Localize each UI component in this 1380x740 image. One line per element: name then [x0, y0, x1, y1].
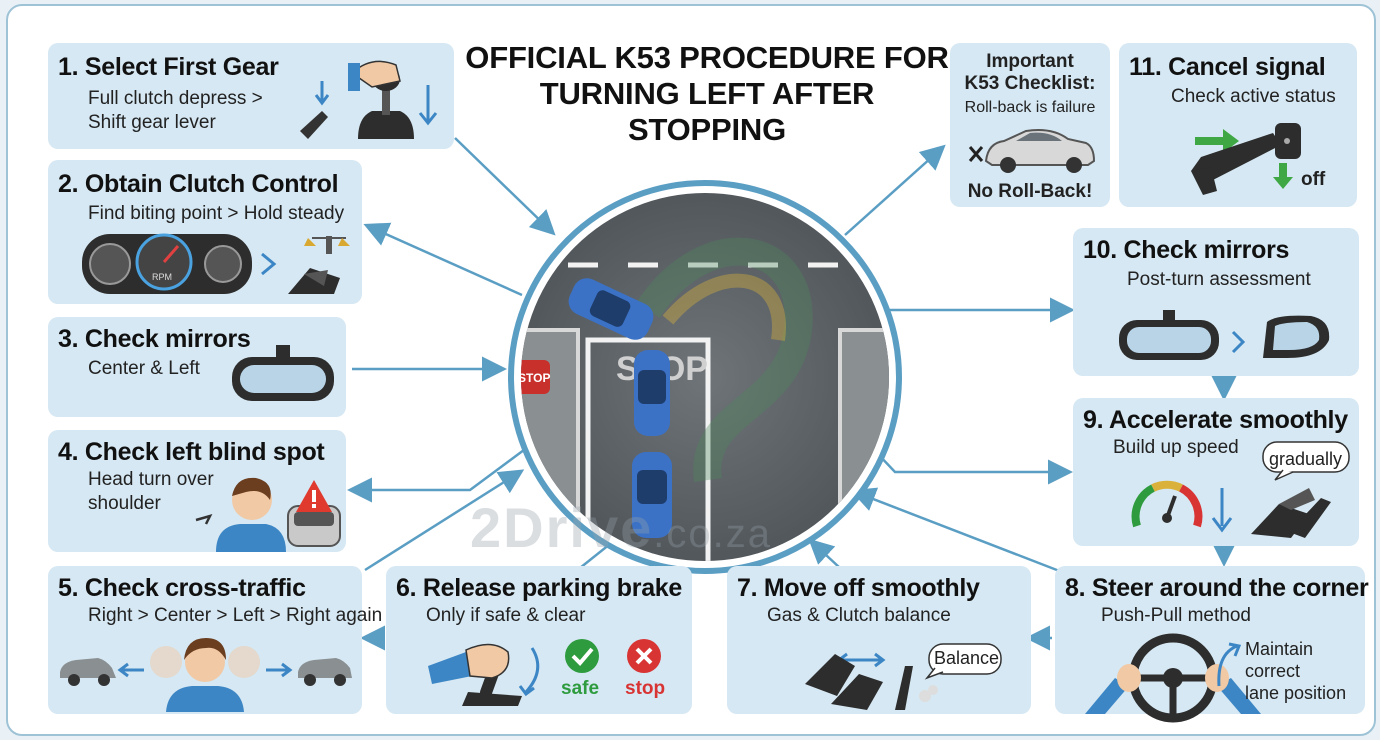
step-3-sub1: Center & Left	[88, 358, 200, 379]
balance-text: Balance	[934, 648, 1000, 668]
step-2-sub1: Find biting point > Hold steady	[88, 203, 345, 224]
step-4-card: 4. Check left blind spot Head turn over …	[48, 430, 346, 552]
blind-spot-icon	[195, 477, 341, 552]
step-3-card: 3. Check mirrors Center & Left	[48, 317, 346, 417]
arrow-step4	[347, 442, 533, 503]
arrow-step2	[363, 222, 523, 297]
arrow-step8b	[850, 487, 1063, 574]
lane-note-2: correct	[1245, 661, 1301, 681]
step-6-sub1: Only if safe & clear	[426, 605, 586, 626]
dashboard-gauges-icon: RPM	[82, 233, 350, 294]
watermark: 2Drive.co.za	[470, 496, 772, 559]
balance-bubble	[924, 643, 1002, 680]
speedometer-icon	[1131, 480, 1203, 528]
step-2-card: 2. Obtain Clutch Control Find biting poi…	[48, 160, 362, 304]
arrow-step9	[875, 451, 1073, 485]
arrow-step1	[454, 137, 556, 236]
step-11-title: 11. Cancel signal	[1129, 53, 1326, 81]
step-3-title: 3. Check mirrors	[58, 325, 251, 353]
step-1-sub2: Shift gear lever	[88, 112, 216, 133]
stop-x-icon	[627, 639, 661, 673]
step-7-title: 7. Move off smoothly	[737, 574, 980, 602]
pedals-icon	[805, 652, 938, 710]
indicator-stalk-icon	[1191, 123, 1301, 195]
rpm-label: RPM	[152, 272, 172, 282]
cross-traffic-icon	[60, 638, 352, 712]
step-8-card: 8. Steer around the corner Push-Pull met…	[1055, 566, 1369, 723]
gear-shift-icon	[300, 60, 438, 139]
safe-check-icon	[565, 639, 599, 673]
arrow-checklist	[844, 144, 946, 236]
step-11-card: 11. Cancel signal Check active status of…	[1119, 43, 1357, 207]
step-5-sub1: Right > Center > Left > Right again	[88, 605, 383, 626]
gradually-bubble	[1262, 441, 1350, 481]
step-5-title: 5. Check cross-traffic	[58, 574, 306, 602]
arrow-step5a	[364, 469, 525, 572]
off-label: off	[1301, 169, 1326, 190]
page-title: OFFICIAL K53 PROCEDURE FOR TURNING LEFT …	[465, 40, 949, 147]
step-11-sub1: Check active status	[1171, 86, 1336, 107]
step-4-title: 4. Check left blind spot	[58, 438, 325, 466]
step-6-title: 6. Release parking brake	[396, 574, 683, 602]
checklist-line2: K53 Checklist:	[964, 73, 1096, 94]
curved-arrow-icon	[1217, 642, 1242, 687]
aerial-intersection-image: STOP STOP	[508, 180, 902, 574]
rearview-mirror-icon	[232, 345, 334, 401]
step-7-sub1: Gas & Clutch balance	[767, 605, 951, 626]
step-6-card: 6. Release parking brake Only if safe & …	[386, 566, 692, 714]
step-8-sub1: Push-Pull method	[1101, 605, 1251, 626]
step-1-title: 1. Select First Gear	[58, 53, 279, 81]
gas-pedal-icon	[1251, 488, 1331, 538]
step-8-title: 8. Steer around the corner	[1065, 574, 1369, 602]
parking-brake-icon	[428, 643, 540, 706]
step-7-card: 7. Move off smoothly Gas & Clutch balanc…	[727, 566, 1031, 714]
checklist-footer: No Roll-Back!	[967, 181, 1093, 202]
step-4-sub2: shoulder	[88, 493, 161, 514]
step-1-sub1: Full clutch depress >	[88, 88, 263, 109]
car-rollback-icon	[968, 129, 1096, 173]
step-5-card: 5. Check cross-traffic Right > Center > …	[48, 566, 382, 714]
checklist-line1: Important	[986, 51, 1074, 72]
lane-note-3: lane position	[1245, 683, 1347, 703]
step-9-card: 9. Accelerate smoothly Build up speed gr…	[1073, 398, 1359, 546]
step-10-title: 10. Check mirrors	[1083, 236, 1290, 264]
lane-note-1: Maintain	[1245, 639, 1314, 659]
checklist-line3: Roll-back is failure	[964, 99, 1096, 116]
stop-sign-text: STOP	[518, 371, 550, 385]
blue-car-waiting	[634, 350, 670, 436]
step-4-sub1: Head turn over	[88, 469, 214, 490]
arrow-step7	[808, 538, 841, 569]
step-10-card: 10. Check mirrors Post-turn assessment	[1073, 228, 1359, 376]
mirrors-icon	[1119, 310, 1330, 360]
blue-car-behind	[632, 452, 672, 538]
blue-car-turning	[568, 278, 654, 340]
step-9-title: 9. Accelerate smoothly	[1083, 406, 1348, 434]
step-10-sub1: Post-turn assessment	[1127, 269, 1311, 290]
step-2-title: 2. Obtain Clutch Control	[58, 170, 339, 198]
step-1-card: 1. Select First Gear Full clutch depress…	[48, 43, 454, 149]
step-9-sub1: Build up speed	[1113, 437, 1239, 458]
gradually-text: gradually	[1269, 449, 1343, 469]
stop-label: stop	[625, 678, 666, 699]
checklist-card: Important K53 Checklist: Roll-back is fa…	[950, 43, 1110, 207]
safe-label: safe	[561, 678, 600, 699]
steering-wheel-icon	[1085, 633, 1261, 723]
down-arrow-icon	[1211, 488, 1233, 533]
